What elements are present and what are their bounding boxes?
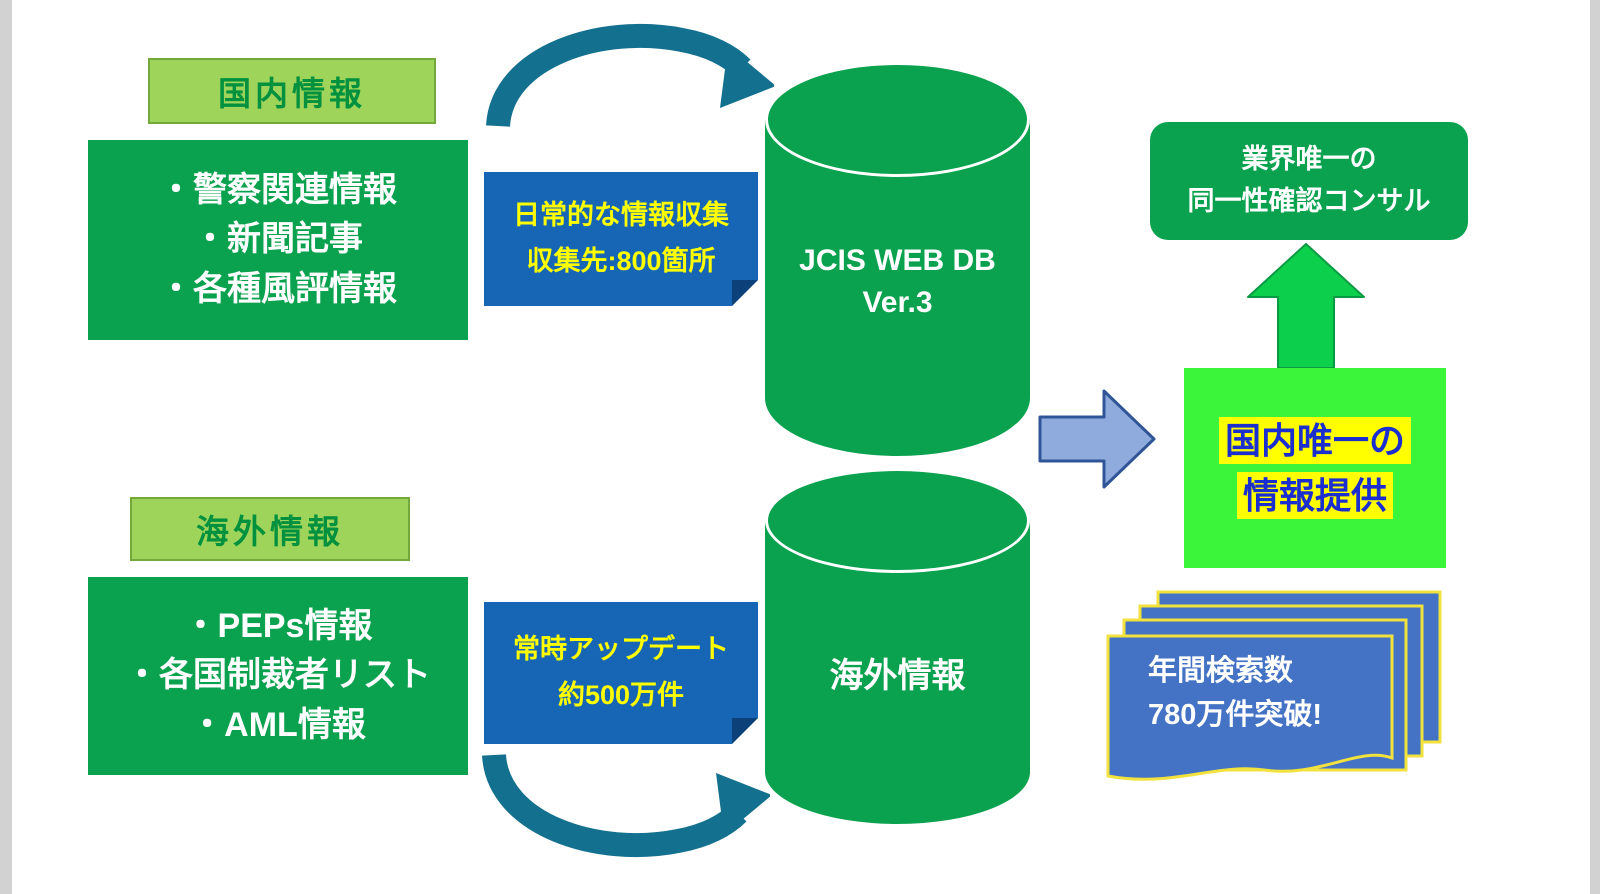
unique-offer-box: 国内唯一の 情報提供 bbox=[1184, 368, 1446, 568]
right-block-arrow-icon bbox=[1038, 389, 1156, 489]
update-callout-line: 約500万件 bbox=[557, 680, 685, 710]
jcis-db-label-line: JCIS WEB DB bbox=[799, 244, 996, 277]
daily-collection-line: 日常的な情報収集 bbox=[513, 200, 729, 231]
daily-collection-callout: 日常的な情報収集 収集先:800箇所 bbox=[484, 172, 758, 306]
daily-collection-line: 収集先:800箇所 bbox=[526, 246, 716, 276]
overseas-db-cylinder: 海外情報 bbox=[765, 468, 1030, 824]
overseas-info-line: ・AML情報 bbox=[190, 705, 366, 744]
update-callout-line: 常時アップデート bbox=[513, 634, 729, 665]
overseas-info-line: ・PEPs情報 bbox=[183, 607, 373, 646]
annual-search-line: 年間検索数 bbox=[1148, 655, 1294, 687]
overseas-info-label: 海外情報 bbox=[130, 497, 410, 561]
consulting-line: 同一性確認コンサル bbox=[1187, 186, 1431, 216]
overseas-db-label-line: 海外情報 bbox=[829, 657, 966, 695]
domestic-info-label: 国内情報 bbox=[148, 58, 436, 124]
highlighted-text: 情報提供 bbox=[1236, 472, 1393, 519]
domestic-info-line: ・警察関連情報 bbox=[159, 171, 397, 210]
overseas-info-box: ・PEPs情報 ・各国制裁者リスト ・AML情報 bbox=[88, 577, 468, 775]
jcis-db-label: JCIS WEB DB Ver.3 bbox=[765, 240, 1030, 324]
top-curved-arrow-icon bbox=[486, 23, 774, 128]
jcis-db-cylinder: JCIS WEB DB Ver.3 bbox=[765, 62, 1030, 456]
overseas-info-line: ・各国制裁者リスト bbox=[125, 656, 431, 695]
highlighted-text: 国内唯一の bbox=[1218, 417, 1411, 464]
domestic-info-line: ・各種風評情報 bbox=[159, 269, 397, 308]
annual-search-line: 780万件突破! bbox=[1148, 698, 1323, 731]
annual-search-stats: 年間検索数 780万件突破! bbox=[1148, 650, 1418, 737]
up-block-arrow-icon bbox=[1247, 243, 1365, 369]
bottom-curved-arrow-icon bbox=[482, 753, 770, 858]
domestic-info-line: ・新聞記事 bbox=[193, 220, 363, 259]
overseas-db-label: 海外情報 bbox=[765, 653, 1030, 701]
consulting-line: 業界唯一の bbox=[1241, 144, 1377, 175]
jcis-db-label-line: Ver.3 bbox=[862, 286, 933, 319]
domestic-info-label-text: 国内情報 bbox=[218, 75, 366, 112]
domestic-info-box: ・警察関連情報 ・新聞記事 ・各種風評情報 bbox=[88, 140, 468, 340]
consulting-box: 業界唯一の 同一性確認コンサル bbox=[1150, 122, 1468, 240]
viewer-gutter-left bbox=[0, 0, 12, 894]
viewer-gutter-right bbox=[1590, 0, 1600, 894]
update-callout: 常時アップデート 約500万件 bbox=[484, 602, 758, 744]
cylinder-top-ellipse bbox=[765, 468, 1030, 573]
overseas-info-label-text: 海外情報 bbox=[196, 513, 344, 550]
stacked-documents-icon bbox=[1106, 590, 1442, 781]
cylinder-top-ellipse bbox=[765, 62, 1030, 177]
